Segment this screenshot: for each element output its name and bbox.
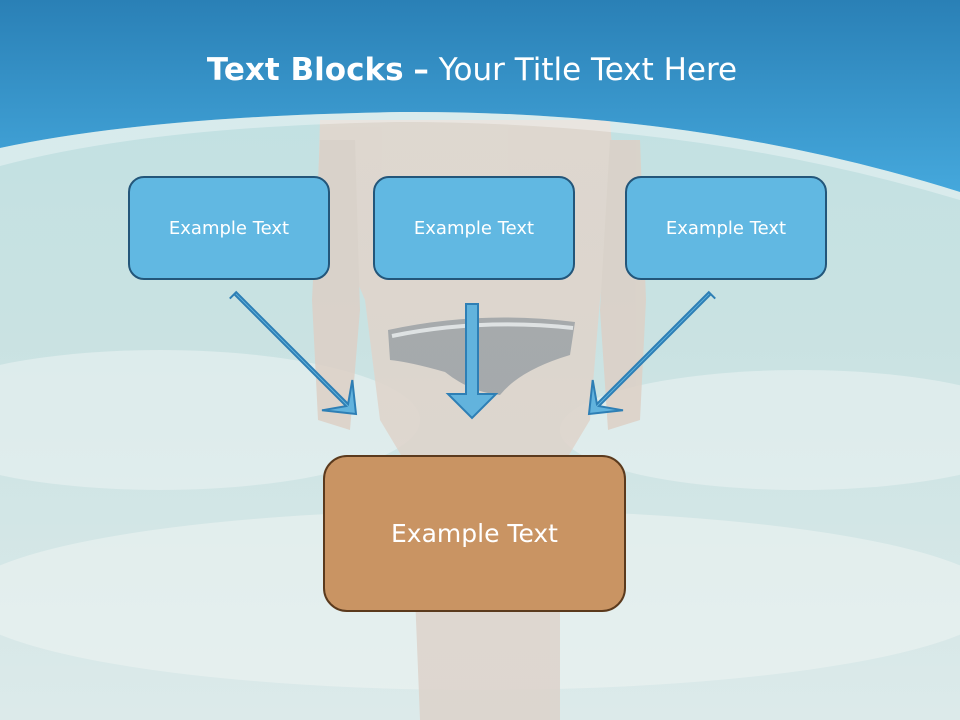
slide-title: Text Blocks – Your Title Text Here: [0, 52, 944, 88]
arrow-right: [587, 290, 716, 416]
arrow-left: [229, 290, 358, 416]
title-dash: –: [413, 52, 429, 88]
text-block-bottom-label: Example Text: [391, 519, 558, 548]
title-bold: Text Blocks: [206, 52, 404, 88]
text-block-top-left[interactable]: Example Text: [128, 176, 330, 280]
title-rest: Your Title Text Here: [438, 52, 738, 88]
text-block-top-center-label: Example Text: [413, 217, 535, 239]
text-block-top-center[interactable]: Example Text: [373, 176, 575, 280]
arrow-center: [445, 303, 499, 420]
text-block-top-right[interactable]: Example Text: [625, 176, 827, 280]
text-block-top-right-label: Example Text: [665, 217, 787, 239]
text-block-top-left-label: Example Text: [168, 217, 290, 239]
text-block-bottom[interactable]: Example Text: [323, 455, 626, 612]
header-band: [0, 0, 960, 192]
